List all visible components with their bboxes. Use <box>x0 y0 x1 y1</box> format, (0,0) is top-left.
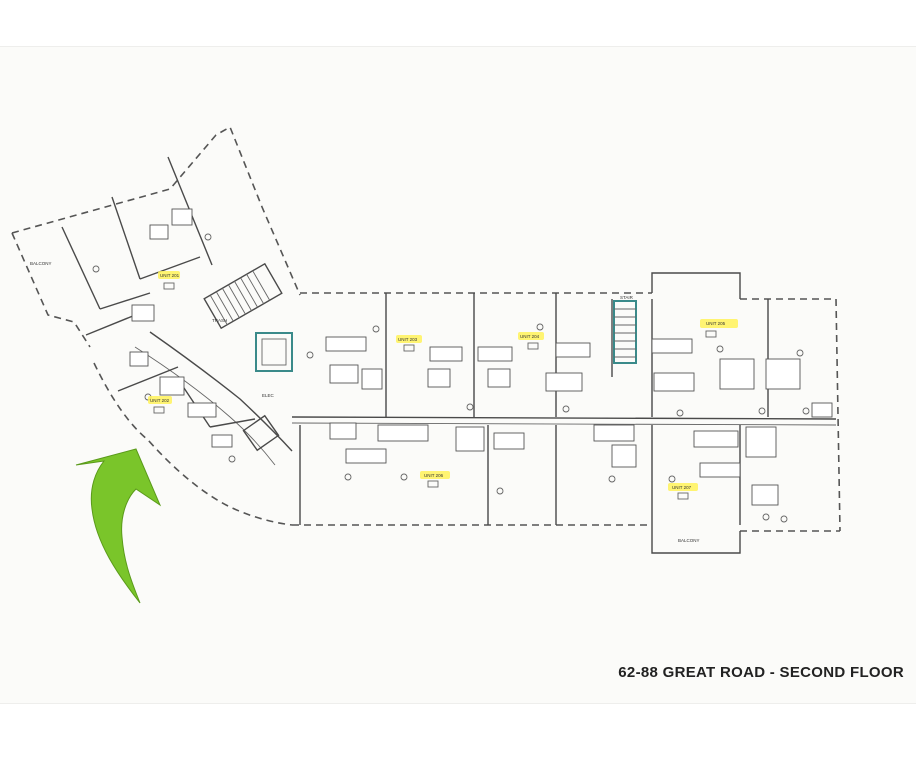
main-block <box>148 271 841 554</box>
curved-arrow-icon <box>75 448 162 604</box>
stair-label: STAIR <box>620 295 634 300</box>
unit-tag-6: UNIT 206 <box>424 473 444 478</box>
unit-tag-3: UNIT 203 <box>398 337 418 342</box>
elec-label: ELEC <box>262 393 275 398</box>
trash-label: TRASH <box>212 318 227 323</box>
unit-tag-1: UNIT 201 <box>160 273 180 278</box>
unit-tag-2: UNIT 202 <box>150 398 170 403</box>
west-wing <box>11 125 301 526</box>
unit-tag-7: UNIT 207 <box>672 485 692 490</box>
floor-plan-sheet: BALCONY BALCONY TRASH ELEC STAIR UNIT 20… <box>0 46 916 704</box>
floor-plan-caption: 62-88 GREAT ROAD - SECOND FLOOR <box>618 664 904 681</box>
floor-plan-drawing: BALCONY BALCONY TRASH ELEC STAIR UNIT 20… <box>11 125 841 604</box>
balcony-south-label: BALCONY <box>678 538 700 543</box>
unit-tag-4: UNIT 204 <box>520 334 540 339</box>
unit-tag-5: UNIT 205 <box>706 321 726 326</box>
balcony-west-label: BALCONY <box>30 261 52 266</box>
